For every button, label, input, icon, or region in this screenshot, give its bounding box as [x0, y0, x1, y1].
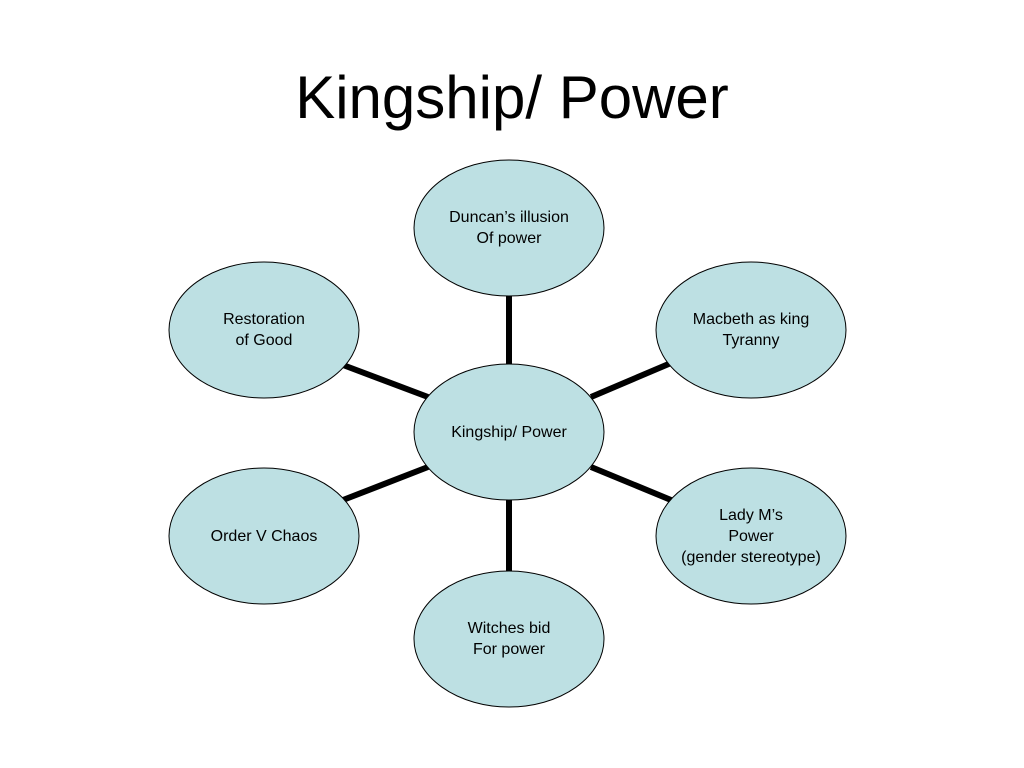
slide-title: Kingship/ Power: [295, 64, 729, 131]
connector-macbeth: [589, 360, 673, 400]
connector-restoration: [341, 362, 430, 400]
node-macbeth-label: Macbeth as king Tyranny: [692, 311, 810, 349]
center-node-ellipse: [413, 363, 605, 501]
node-duncan-label: Duncan’s illusion Of power: [449, 209, 569, 247]
node-order-chaos-ellipse: [168, 467, 360, 605]
node-duncan-ellipse: [413, 159, 605, 297]
node-witches-label: Witches bid For power: [467, 620, 551, 658]
connector-lady-m: [589, 464, 673, 503]
connector-order-chaos: [341, 464, 430, 503]
node-restoration-label: Restoration of Good: [223, 311, 305, 349]
node-witches-ellipse: [413, 570, 605, 708]
node-lady-m-label: Lady M’s Power (gender stereotype): [681, 506, 821, 566]
node-restoration-ellipse: [168, 261, 360, 399]
node-order-chaos-label: Order V Chaos: [210, 527, 318, 545]
center-node-label: Kingship/ Power: [451, 423, 567, 441]
node-lady-m-ellipse: [655, 467, 847, 605]
node-macbeth-ellipse: [655, 261, 847, 399]
